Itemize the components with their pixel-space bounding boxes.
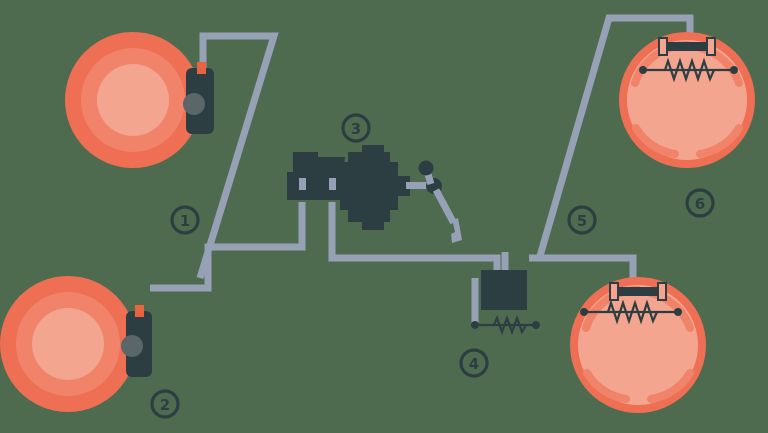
- booster-flange-bottom: [362, 216, 384, 230]
- badge-4-label: 4: [469, 355, 479, 373]
- shoe-anchor-right: [730, 66, 738, 74]
- valve-sensor-terminal-right: [532, 321, 540, 329]
- valve-body: [481, 270, 527, 310]
- caliper-piston: [121, 335, 143, 357]
- component-proportioning-valve-4[interactable]: [471, 270, 540, 336]
- component-master-cylinder-3[interactable]: [287, 145, 462, 243]
- component-disc-brake-1[interactable]: [65, 32, 214, 168]
- booster-rod-housing: [388, 176, 410, 196]
- wheel-cylinder-barrel: [616, 287, 660, 296]
- badge-3[interactable]: 3: [341, 113, 371, 143]
- badge-1-ring: [170, 205, 200, 235]
- badge-1[interactable]: 1: [170, 205, 200, 235]
- badge-4-ring: [459, 348, 489, 378]
- shoe-anchor-left: [639, 66, 647, 74]
- brake-shoe-lower-left: [632, 124, 679, 158]
- badge-5-label: 5: [577, 212, 587, 230]
- badge-1-label: 1: [180, 212, 190, 230]
- badge-4[interactable]: 4: [459, 348, 489, 378]
- pedal-stop-bushing: [418, 160, 434, 176]
- brake-shoe-lower-right: [696, 124, 743, 158]
- return-spring-coil: [663, 57, 716, 83]
- badge-6-ring: [685, 188, 715, 218]
- badge-6[interactable]: 6: [685, 188, 715, 218]
- component-drum-brake-6[interactable]: [619, 32, 755, 168]
- rotor-hub: [97, 64, 169, 136]
- wheel-cylinder-piston-left: [658, 37, 668, 56]
- wheel-cylinder-barrel: [665, 42, 709, 51]
- component-drum-brake-5[interactable]: [570, 277, 706, 413]
- pedal-pad-notch: [447, 223, 455, 235]
- brake-shoe-lower-left: [583, 369, 630, 403]
- wheel-cylinder-piston-right: [706, 37, 716, 56]
- rotor-hub: [32, 308, 104, 380]
- badge-5-ring: [567, 205, 597, 235]
- drum-backing-plate: [578, 285, 698, 405]
- badge-3-ring: [341, 113, 371, 143]
- wheel-cylinder-piston-left: [609, 282, 619, 301]
- caliper-piston: [183, 93, 205, 115]
- brake-line-rear-left: [150, 202, 306, 292]
- valve-sensor-terminal-left: [471, 321, 479, 329]
- brake-line-group: [150, 14, 694, 300]
- shoe-anchor-left: [580, 308, 588, 316]
- valve-spring-coil: [492, 314, 527, 336]
- badge-2-ring: [150, 389, 180, 419]
- pushrod: [406, 182, 434, 189]
- brake-shoe-lower-right: [647, 369, 694, 403]
- shoe-anchor-right: [674, 308, 682, 316]
- booster-flange-top: [362, 145, 384, 157]
- component-disc-brake-2[interactable]: [0, 276, 152, 412]
- badge-5[interactable]: 5: [567, 205, 597, 235]
- badge-3-label: 3: [351, 120, 361, 138]
- outlet-port-left: [299, 178, 306, 190]
- badge-2-label: 2: [160, 396, 170, 414]
- caliper-line-port: [197, 62, 206, 74]
- return-spring-coil: [606, 299, 659, 325]
- badge-group: 1 2 3 4 5 6: [150, 113, 715, 419]
- badge-6-label: 6: [695, 195, 705, 213]
- wheel-cylinder-piston-right: [657, 282, 667, 301]
- badge-2[interactable]: 2: [150, 389, 180, 419]
- outlet-port-right: [329, 178, 336, 190]
- caliper-line-port: [135, 305, 144, 317]
